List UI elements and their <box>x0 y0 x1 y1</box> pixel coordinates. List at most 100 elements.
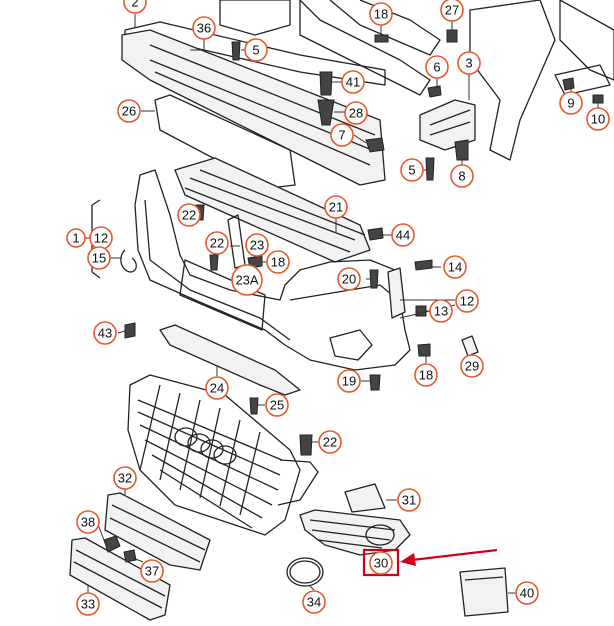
callout-24[interactable]: 24 <box>205 376 229 400</box>
callout-36[interactable]: 36 <box>192 16 216 40</box>
callout-18-mid[interactable]: 18 <box>266 250 290 274</box>
svg-text:7: 7 <box>338 128 345 143</box>
callouts: 2 36 5 18 27 3 6 41 28 26 7 9 10 5 8 12 … <box>66 0 610 616</box>
callout-8[interactable]: 8 <box>450 164 474 188</box>
grille-rings <box>174 427 237 465</box>
callout-19[interactable]: 19 <box>337 369 361 393</box>
svg-text:12: 12 <box>94 231 108 246</box>
svg-text:5: 5 <box>252 43 259 58</box>
callout-25[interactable]: 25 <box>265 393 289 417</box>
svg-text:30: 30 <box>374 556 388 571</box>
svg-text:28: 28 <box>349 106 363 121</box>
callout-22-upper[interactable]: 22 <box>177 203 201 227</box>
svg-text:27: 27 <box>445 3 459 18</box>
callout-23A[interactable]: 23A <box>231 264 263 296</box>
svg-text:3: 3 <box>465 56 472 71</box>
callout-22-mid[interactable]: 22 <box>205 231 229 255</box>
svg-text:44: 44 <box>396 228 410 243</box>
callout-27[interactable]: 27 <box>440 0 464 22</box>
callout-33[interactable]: 33 <box>76 592 100 616</box>
part-top-left-bracket-drawing <box>219 0 291 36</box>
callout-38[interactable]: 38 <box>76 510 100 534</box>
svg-text:1: 1 <box>72 231 79 246</box>
callout-7[interactable]: 7 <box>330 123 354 147</box>
part-3-drawing <box>419 99 476 151</box>
svg-text:9: 9 <box>567 96 574 111</box>
callout-3[interactable]: 3 <box>457 51 481 75</box>
callout-20[interactable]: 20 <box>337 267 361 291</box>
leader-lines <box>84 14 599 594</box>
callout-37[interactable]: 37 <box>140 559 164 583</box>
part-32-drawing <box>104 492 211 571</box>
part-40-drawing <box>459 567 509 617</box>
svg-text:5: 5 <box>408 163 415 178</box>
part-37-drawing <box>123 549 137 563</box>
svg-text:29: 29 <box>465 359 479 374</box>
callout-44[interactable]: 44 <box>391 223 415 247</box>
svg-text:15: 15 <box>92 251 106 266</box>
part-12-right-drawing <box>387 267 406 319</box>
part-43-drawing <box>124 322 136 339</box>
svg-text:23: 23 <box>250 238 264 253</box>
callout-26[interactable]: 26 <box>117 99 141 123</box>
svg-text:20: 20 <box>342 272 356 287</box>
callout-18-top[interactable]: 18 <box>369 2 393 26</box>
callout-22-lower[interactable]: 22 <box>318 430 342 454</box>
part-21-drawing <box>174 157 371 263</box>
svg-text:13: 13 <box>434 304 448 319</box>
callout-29[interactable]: 29 <box>460 354 484 378</box>
callout-5-mid[interactable]: 5 <box>400 158 424 182</box>
svg-text:22: 22 <box>210 236 224 251</box>
part-36-drawing <box>121 29 386 186</box>
callout-34[interactable]: 34 <box>302 590 326 614</box>
callout-40[interactable]: 40 <box>515 581 539 605</box>
callout-18-lower[interactable]: 18 <box>414 363 438 387</box>
parts-artwork <box>69 0 614 621</box>
callout-41[interactable]: 41 <box>341 70 365 94</box>
svg-text:18: 18 <box>374 7 388 22</box>
svg-text:26: 26 <box>122 104 136 119</box>
callout-30[interactable]: 30 <box>369 551 393 575</box>
svg-text:36: 36 <box>197 21 211 36</box>
svg-text:21: 21 <box>329 200 343 215</box>
callout-2[interactable]: 2 <box>123 0 147 14</box>
svg-text:18: 18 <box>419 368 433 383</box>
callout-1[interactable]: 1 <box>66 228 86 248</box>
callout-10[interactable]: 10 <box>586 107 610 131</box>
svg-text:12: 12 <box>460 294 474 309</box>
svg-text:8: 8 <box>458 169 465 184</box>
callout-43[interactable]: 43 <box>93 321 117 345</box>
svg-text:6: 6 <box>433 60 440 75</box>
part-34-drawing <box>286 557 324 587</box>
callout-23[interactable]: 23 <box>245 233 269 257</box>
callout-31[interactable]: 31 <box>397 488 421 512</box>
svg-text:38: 38 <box>81 515 95 530</box>
svg-text:37: 37 <box>145 564 159 579</box>
part-15-drawing <box>120 249 137 273</box>
svg-text:18: 18 <box>271 255 285 270</box>
part-23-drawing <box>227 214 246 269</box>
callout-15[interactable]: 15 <box>87 246 111 270</box>
callout-12-left[interactable]: 12 <box>89 226 113 250</box>
svg-text:25: 25 <box>270 398 284 413</box>
svg-text:32: 32 <box>118 471 132 486</box>
callout-14[interactable]: 14 <box>443 255 467 279</box>
highlight-arrowhead <box>400 553 416 566</box>
callout-28[interactable]: 28 <box>344 101 368 125</box>
svg-text:23A: 23A <box>235 273 258 288</box>
part-24-drawing <box>159 324 301 396</box>
part-30-highlight-box <box>362 548 400 577</box>
part-31-drawing <box>344 483 386 513</box>
callout-12-right[interactable]: 12 <box>455 289 479 313</box>
callout-32[interactable]: 32 <box>113 466 137 490</box>
svg-text:2: 2 <box>131 0 138 10</box>
svg-text:40: 40 <box>520 586 534 601</box>
callout-9[interactable]: 9 <box>559 91 583 115</box>
highlight-arrow <box>411 548 498 562</box>
part-38-drawing <box>103 535 121 553</box>
callout-6[interactable]: 6 <box>425 55 449 79</box>
callout-13[interactable]: 13 <box>429 299 453 323</box>
callout-5-top[interactable]: 5 <box>244 38 268 62</box>
callout-21[interactable]: 21 <box>324 195 348 219</box>
